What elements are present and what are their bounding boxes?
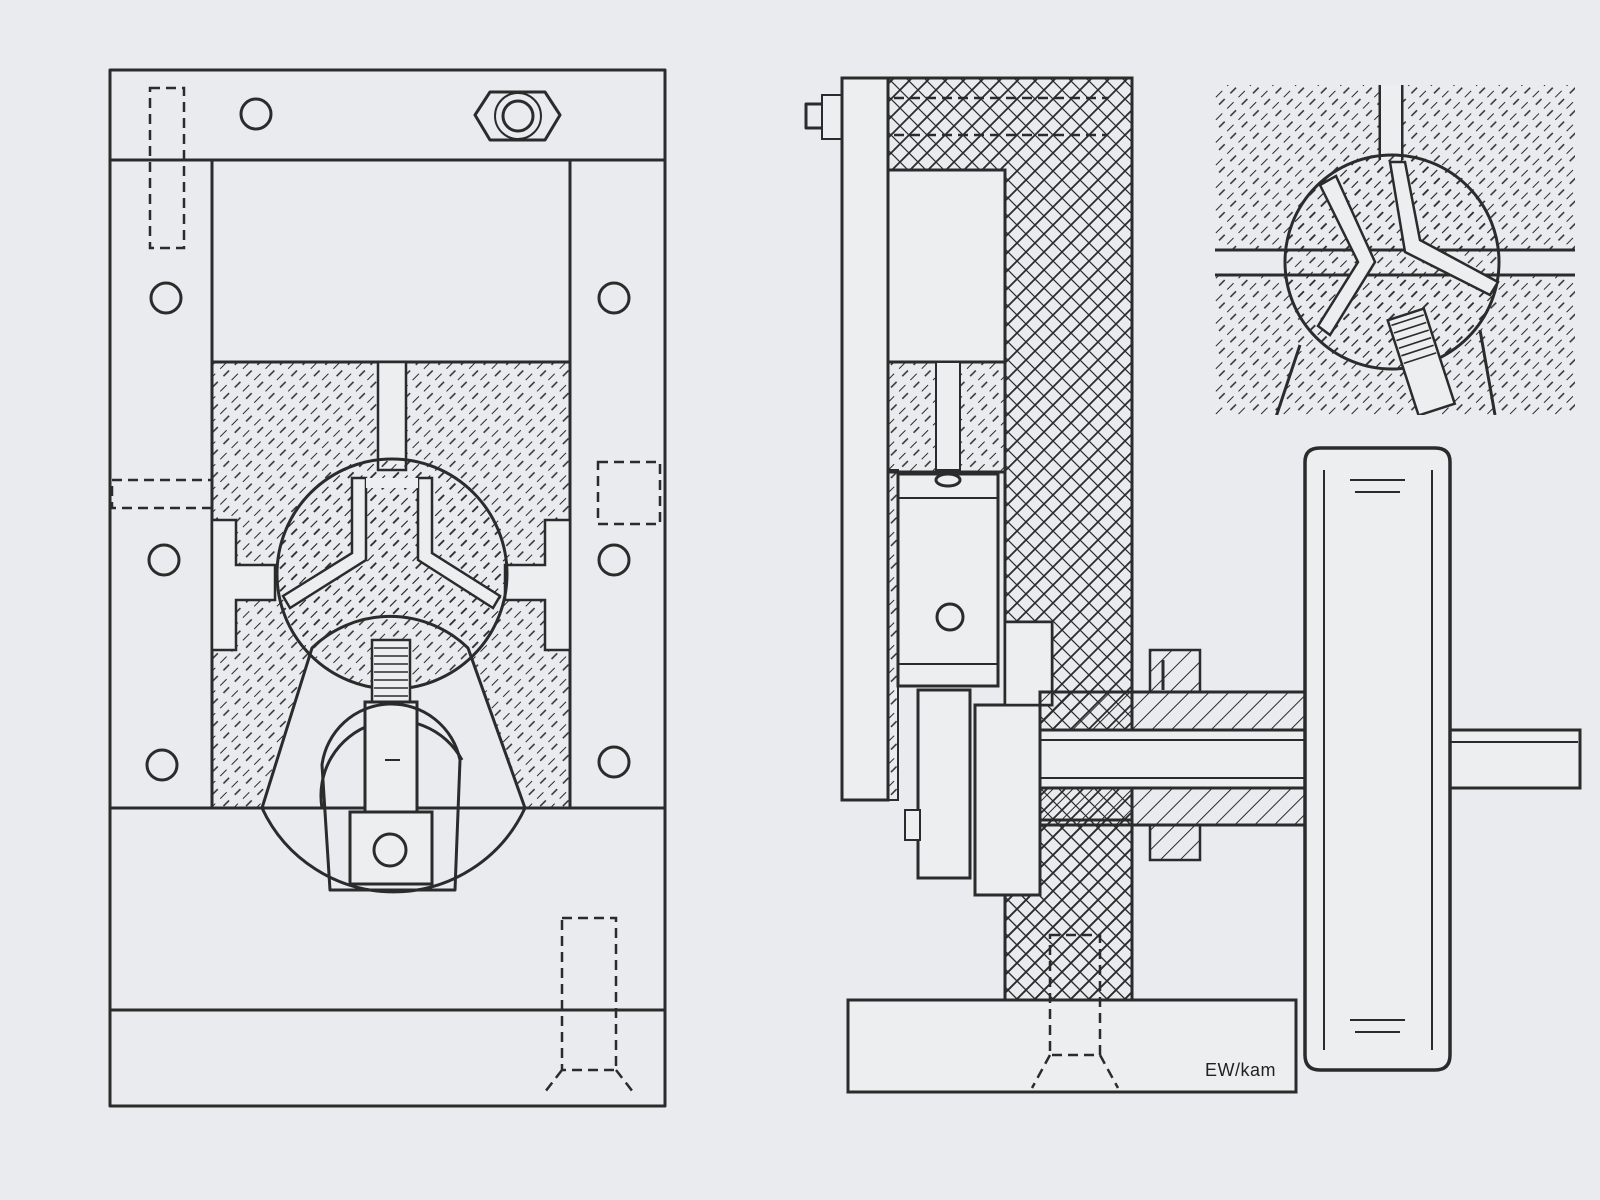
bolt-hole [145, 748, 179, 782]
side-base [846, 998, 1298, 1094]
slider [896, 472, 1000, 688]
hub-lower [1038, 786, 1312, 827]
author-signature: EW/kam [1205, 1060, 1277, 1080]
front-outline [108, 68, 667, 1108]
bolt-hole-top [239, 97, 273, 131]
bolt-hole [597, 543, 631, 577]
hub-upper [1038, 690, 1312, 732]
detail-view [1215, 85, 1575, 415]
bolt-hole [597, 281, 631, 315]
front-view [108, 68, 667, 1108]
crank-pin-hole [372, 832, 408, 868]
hex-nut-icon [473, 90, 562, 142]
bolt-hole [147, 543, 181, 577]
handwheel [1303, 446, 1452, 1072]
bolt-hole [597, 745, 631, 779]
bolt-hole [149, 281, 183, 315]
